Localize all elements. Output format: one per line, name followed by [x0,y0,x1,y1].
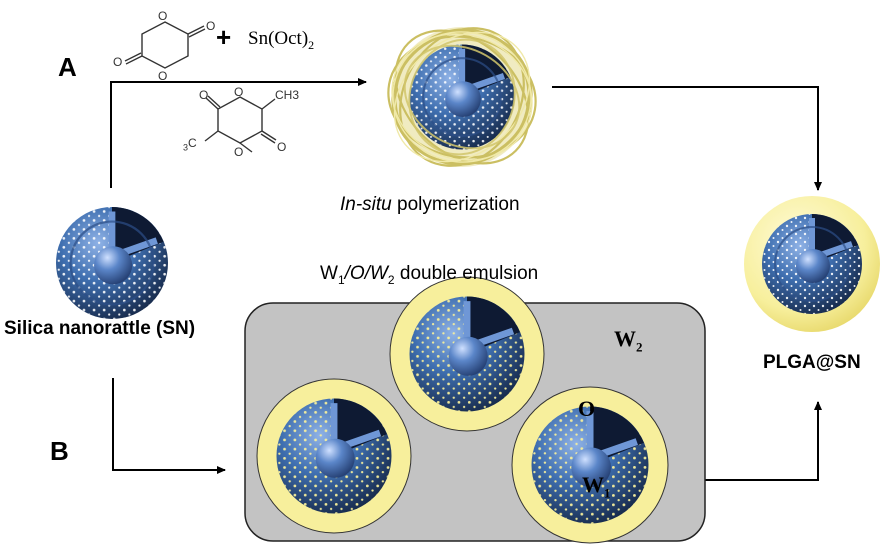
emulsion-title-mid: /O/W [344,263,388,284]
catalyst-base: Sn(Oct) [248,28,309,49]
caption-italic: In-situ [340,194,392,215]
glycolide-o4: O [113,55,122,69]
lactide-o1: O [199,88,208,102]
w1-base: W [582,472,604,497]
glycolide-o1: O [158,9,167,23]
route-b-letter: B [50,436,69,466]
lactide-h3c-sub: 3 [183,142,189,153]
glycolide-atoms: O O O O [113,9,215,83]
emulsion-title: W1/O/W2 double emulsion [320,263,538,287]
emulsion-droplet-left [256,378,412,534]
route-a-letter: A [58,52,77,82]
lactide-o4: O [277,140,286,154]
polymer-coated-sphere [387,27,537,167]
lactide-o3: O [234,145,243,159]
silica-nanorattle-label: Silica nanorattle (SN) [4,318,196,339]
emulsion-title-rest: double emulsion [394,263,539,284]
w1-label: W1 [582,472,611,501]
glycolide-structure [124,21,206,69]
route-a-arrow-to-polymerization [110,78,367,188]
w2-base: W [614,326,636,351]
route-a-arrows [110,78,822,191]
route-b-arrows [112,378,822,481]
emulsion-title-w: W [320,263,338,284]
plga-sn-product [744,196,880,332]
w2-sub: 2 [636,339,643,355]
route-b-arrow-to-emulsion [112,378,226,474]
lactide-h3c-base: C [188,136,197,150]
silica-nanorattle [56,207,168,319]
polymerization-caption: In-situ polymerization [340,194,520,216]
plga-sn-label: PLGA@SN [763,352,861,373]
route-a-arrow-to-product [552,86,822,191]
w2-label: W2 [614,326,643,355]
catalyst-label: Sn(Oct)2 [248,28,314,53]
glycolide-o3: O [158,69,167,83]
lactide-atoms: O O O O [199,85,286,159]
emulsion-title-sub2: 2 [387,272,395,287]
glycolide-o2: O [206,19,215,33]
catalyst-sub: 2 [308,37,315,52]
oil-phase-label: O [578,396,596,421]
plus-sign: + [216,22,232,52]
route-b-arrow-to-product [680,401,822,481]
lactide-h3c: 3C [183,136,197,152]
emulsion-droplet-right [511,386,669,544]
lactide-structure [204,95,277,153]
lactide-ch3: CH3 [275,88,300,102]
w1-sub: 1 [604,485,611,501]
emulsion-title-sub1: 1 [337,272,345,287]
emulsion-droplet-top [389,276,545,432]
caption-rest: polymerization [391,194,520,215]
lactide-o2: O [234,85,243,99]
